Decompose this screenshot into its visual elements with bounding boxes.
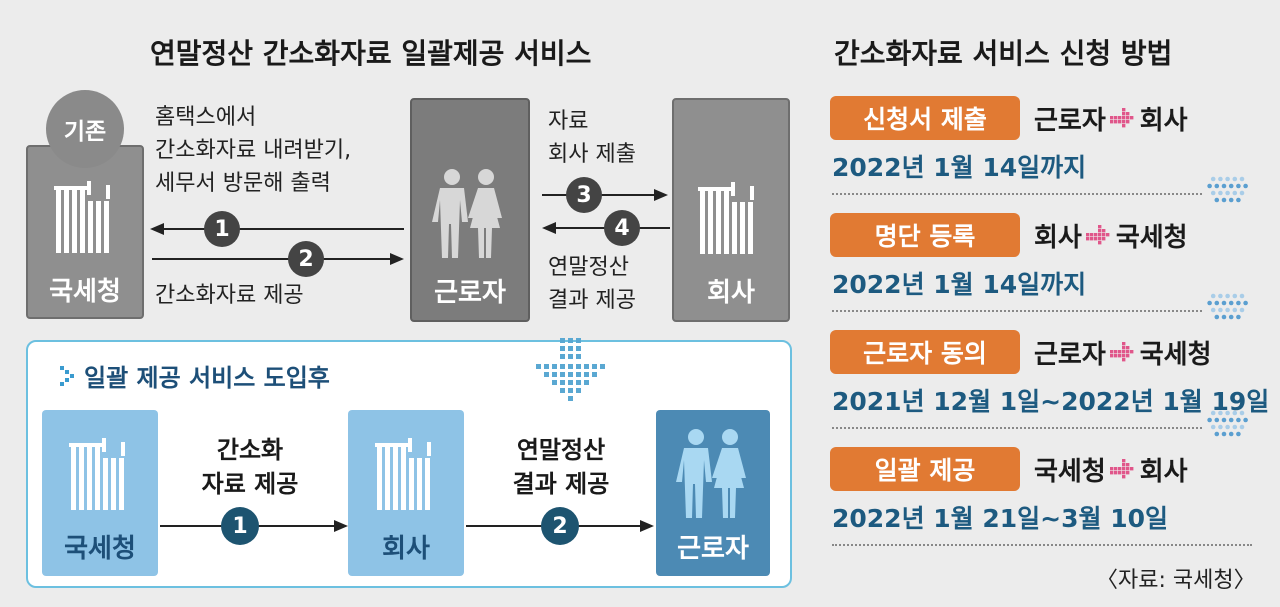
step-badge: 일괄 제공 [830,447,1020,491]
step-date: 2021년 12월 1일~2022년 1월 19일 [832,387,1270,416]
dot-arrow-icon [1207,293,1248,320]
desc-line-3: 세무서 방문해 출력 [155,171,331,196]
pink-arrow-icon [1109,342,1134,362]
step-circle-3: 3 [566,177,602,213]
desc-line-2: 간소화자료 내려받기, [155,138,352,163]
dot-arrow-icon [1207,176,1248,203]
after-step1-line1: 간소화 [216,436,284,464]
building-icon [375,438,431,510]
dotted-divider [832,193,1202,195]
flow-route: 회사 국세청 [1034,217,1188,253]
step-date: 2022년 1월 14일까지 [832,270,1087,299]
after-step2-line2: 결과 제공 [512,470,610,498]
company-box: 회사 [672,98,790,322]
flow-from: 근로자 [1034,105,1106,136]
step-badge: 명단 등록 [830,213,1020,257]
pink-arrow-icon [1109,459,1134,479]
flow-route: 근로자 회사 [1034,100,1188,136]
dotted-divider [832,544,1252,546]
flow-route: 근로자 국세청 [1034,334,1212,370]
after-step1-line2: 자료 제공 [201,470,299,498]
step-circle-1: 1 [204,211,240,247]
after-step-circle-2: 2 [541,507,579,545]
dot-arrow-icon [1207,410,1248,437]
after-step2-line1: 연말정산 [516,436,606,464]
step-date: 2022년 1월 21일~3월 10일 [832,504,1169,533]
worker-box: 근로자 [410,98,530,322]
right-desc-1: 자료 [548,109,589,134]
source-note: 〈자료: 국세청〉 [1096,568,1256,593]
dotted-divider [832,310,1202,312]
building-icon [69,438,125,510]
main-title: 연말정산 간소화자료 일괄제공 서비스 [150,37,592,70]
dot-arrow-icon [536,338,605,401]
company-label: 회사 [707,278,755,308]
pink-arrow-icon [1085,225,1110,245]
building-icon [698,182,754,254]
pink-arrow-icon [1109,108,1134,128]
dotted-divider [832,427,1202,429]
step-date: 2022년 1월 14일까지 [832,153,1087,182]
desc-provide: 간소화자료 제공 [155,283,304,308]
after-step-circle-1: 1 [221,507,259,545]
building-icon [54,181,110,253]
flow-to: 회사 [1139,456,1188,487]
after-nts-box: 국세청 [42,410,158,576]
right-desc-3: 연말정산 [548,255,629,280]
right-desc-4: 결과 제공 [548,288,636,313]
step-badge: 신청서 제출 [830,96,1020,140]
flow-from: 국세청 [1034,456,1106,487]
flow-to: 국세청 [1115,222,1188,253]
step-circle-2: 2 [288,241,324,277]
right-desc-2: 회사 제출 [548,142,636,167]
after-company-box: 회사 [348,410,464,576]
flow-to: 회사 [1139,105,1188,136]
worker-couple-icon [676,429,746,518]
after-nts-label: 국세청 [64,534,136,564]
worker-label: 근로자 [434,278,506,308]
right-title: 간소화자료 서비스 신청 방법 [834,37,1173,70]
after-heading: 일괄 제공 서비스 도입후 [84,364,330,392]
worker-couple-icon [432,169,502,258]
existing-badge: 기존 [46,90,124,168]
flow-from: 회사 [1034,222,1082,253]
nts-box: 국세청 [26,145,144,319]
chevron-right-icon [60,366,74,386]
desc-line-1: 홈택스에서 [155,105,257,130]
after-worker-box: 근로자 [656,410,770,576]
flow-from: 근로자 [1034,339,1106,370]
after-worker-label: 근로자 [677,534,749,564]
flow-route: 국세청 회사 [1034,451,1188,487]
step-badge: 근로자 동의 [830,330,1020,374]
flow-to: 국세청 [1139,339,1212,370]
nts-label: 국세청 [49,277,121,307]
nts-worker-arrows [150,223,404,265]
step-circle-4: 4 [604,210,640,246]
after-company-label: 회사 [382,534,430,564]
